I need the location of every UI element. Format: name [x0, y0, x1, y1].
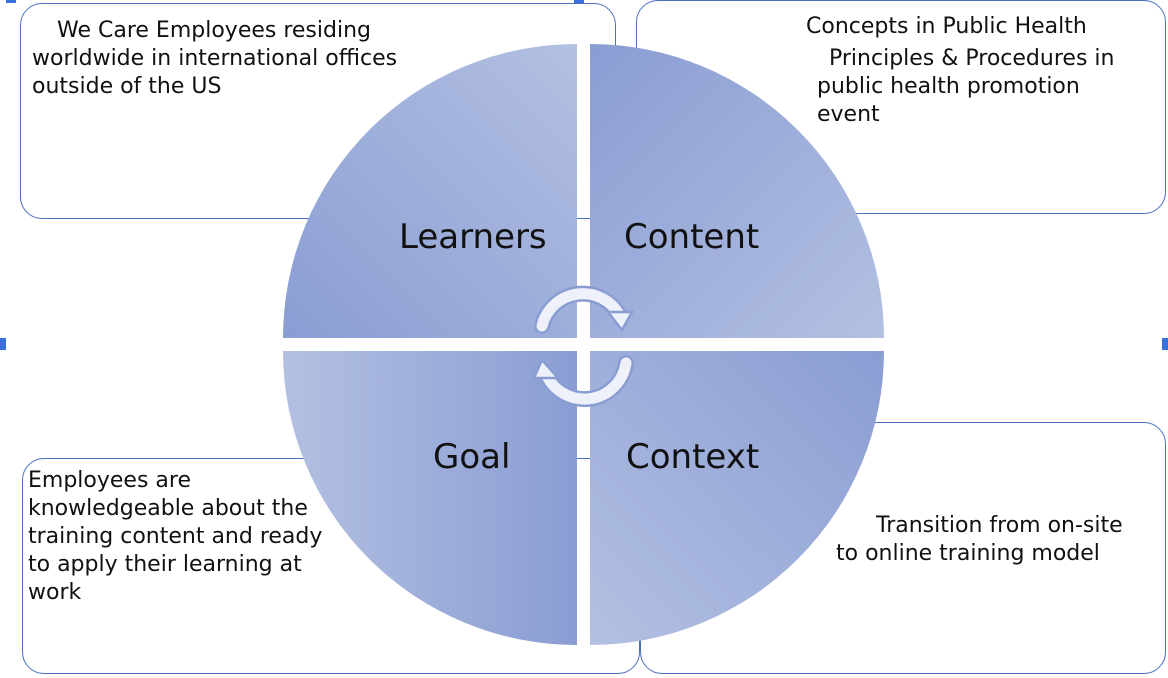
- quadrant-label-content: Content: [624, 217, 760, 257]
- quadrant-goal: [283, 351, 577, 645]
- learners-text-line-1: We Care Employees residing: [57, 18, 371, 43]
- quadrant-context: [590, 351, 884, 645]
- selection-handle-top-right[interactable]: [574, 0, 584, 3]
- learners-text-line-2: worldwide in international offices: [32, 46, 398, 71]
- quadrant-learners: [283, 44, 577, 338]
- quadrant-label-context: Context: [626, 437, 760, 477]
- goal-text-line-2: knowledgeable about the: [28, 496, 308, 521]
- context-text-line-2: to online training model: [836, 541, 1100, 566]
- content-text-line-4: event: [817, 102, 880, 127]
- quadrant-content: [590, 44, 884, 338]
- content-text-line-1: Concepts in Public Health: [806, 14, 1087, 39]
- quadrant-label-learners: Learners: [399, 217, 547, 257]
- content-text-line-2: Principles & Procedures in: [829, 46, 1115, 71]
- content-text-line-3: public health promotion: [817, 74, 1080, 99]
- context-text-line-1: Transition from on-site: [876, 513, 1123, 538]
- learners-text-line-3: outside of the US: [32, 74, 222, 99]
- selection-handle-top-left[interactable]: [6, 0, 16, 3]
- cycle-arrows-icon: [532, 285, 635, 407]
- goal-text-line-5: work: [28, 580, 82, 605]
- goal-text-line-4: to apply their learning at: [28, 552, 302, 577]
- selection-handle-right[interactable]: [1162, 338, 1168, 350]
- goal-text-line-3: training content and ready: [28, 524, 323, 549]
- quadrant-label-goal: Goal: [433, 437, 511, 477]
- goal-text-line-1: Employees are: [28, 468, 191, 493]
- selection-handle-left[interactable]: [0, 338, 6, 350]
